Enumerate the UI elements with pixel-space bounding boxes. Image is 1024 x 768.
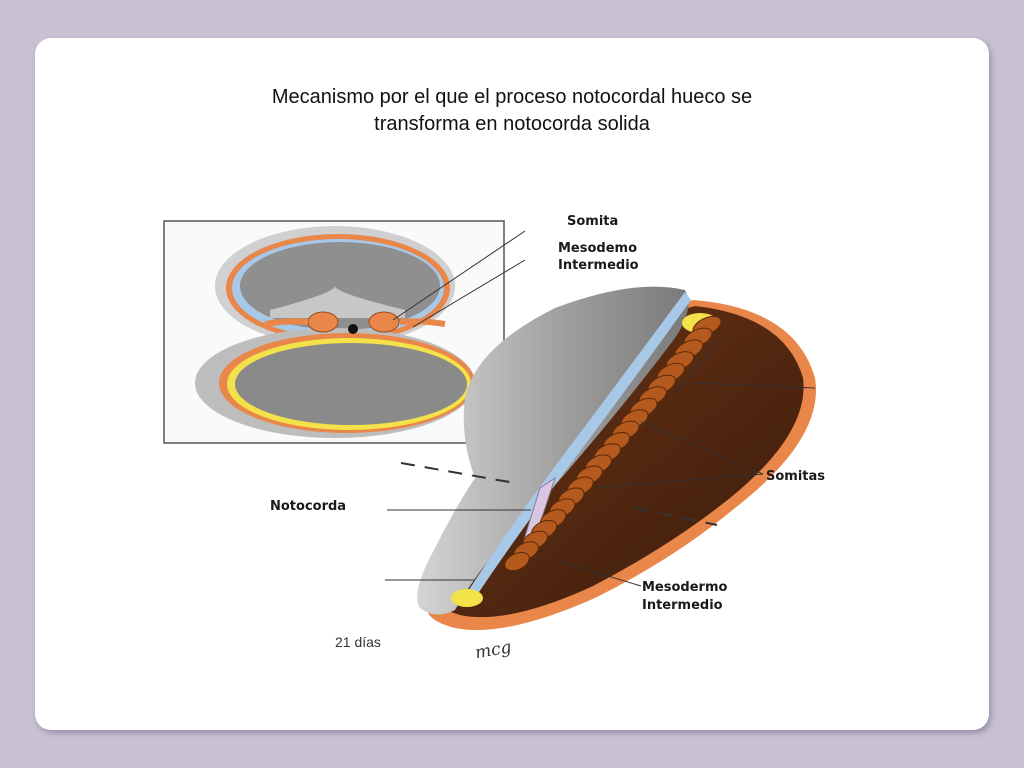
slide: Mecanismo por el que el proceso notocord… bbox=[35, 38, 989, 730]
label-somita: Somita bbox=[567, 214, 618, 229]
embryo-diagram: Somita Mesodemo Intermedio Notocorda Som… bbox=[163, 214, 825, 663]
somite-left bbox=[307, 311, 339, 333]
neural-plate bbox=[270, 286, 405, 318]
embryo-3d bbox=[385, 286, 816, 630]
label-mesodermo-bottom-2: Intermedio bbox=[642, 598, 723, 613]
yolk-sac-cavity bbox=[235, 343, 467, 425]
notochord-dot bbox=[348, 324, 358, 334]
mesodermo-pointer bbox=[412, 259, 526, 328]
label-mesodermo-top-2: Intermedio bbox=[558, 258, 639, 273]
label-mesodermo-top-1: Mesodemo bbox=[558, 241, 637, 256]
somita-pointer bbox=[392, 230, 526, 321]
section-line-right bbox=[634, 507, 718, 526]
cross-section-inset bbox=[163, 220, 526, 444]
label-somitas: Somitas bbox=[766, 469, 825, 484]
title-line-1: Mecanismo por el que el proceso notocord… bbox=[271, 86, 753, 108]
somitas-pointer-1 bbox=[640, 421, 764, 475]
somite-chain bbox=[504, 315, 722, 572]
amnion-strip bbox=[465, 292, 691, 598]
somite bbox=[504, 551, 530, 572]
age-caption: 21 días bbox=[335, 634, 381, 650]
yolk-spot-bottom bbox=[451, 589, 483, 607]
mesodermo-edge-line bbox=[694, 382, 816, 389]
somite-right bbox=[368, 311, 400, 333]
section-line-left bbox=[400, 462, 516, 484]
label-mesodermo-bottom-1: Mesodermo bbox=[642, 580, 728, 595]
label-notocorda: Notocorda bbox=[270, 499, 346, 514]
title-line-2: transforma en notocorda solida bbox=[374, 113, 650, 135]
mesodermo-top-line bbox=[674, 337, 724, 394]
signature: mcg bbox=[474, 637, 514, 663]
slide-title: Mecanismo por el que el proceso notocord… bbox=[35, 84, 989, 138]
mesodermo-bottom-pointer bbox=[554, 559, 642, 587]
neural-fold bbox=[417, 286, 689, 615]
somitas-pointer-2 bbox=[594, 473, 764, 489]
